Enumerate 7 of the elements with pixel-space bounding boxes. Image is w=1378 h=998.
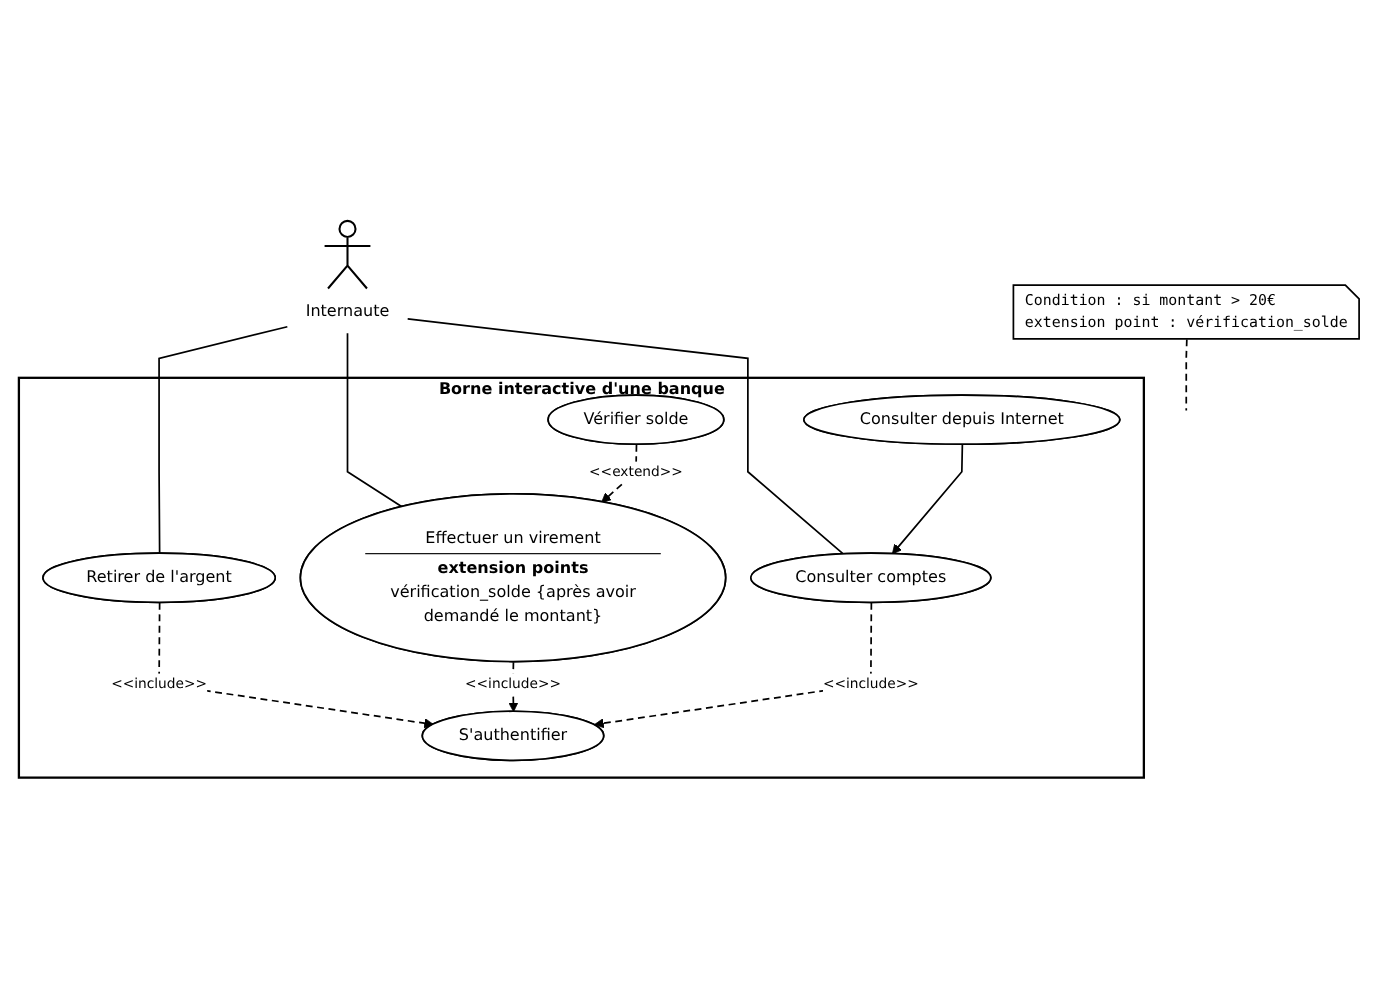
node-text: Internaute [305,301,390,321]
connector [346,332,404,508]
connector [158,325,289,555]
cluster [17,376,1145,779]
connector [1185,338,1188,412]
arrow [891,443,964,555]
connector [406,317,845,556]
